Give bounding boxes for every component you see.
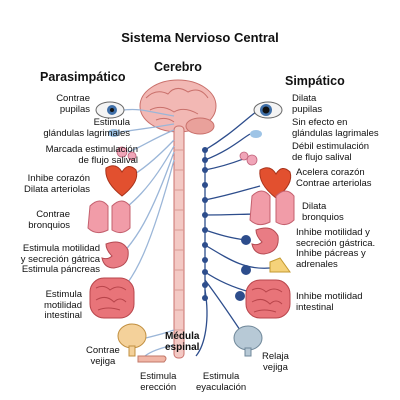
left-lungs-icon (87, 200, 131, 234)
right-eye-icon (253, 101, 283, 119)
genital-icon (137, 355, 167, 363)
para-label-heart: Inhibe corazón Dilata arteriolas (24, 173, 90, 195)
parasympathetic-header: Parasimpático (40, 70, 126, 84)
sympathetic-header: Simpático (285, 74, 345, 88)
right-bladder-icon (233, 325, 263, 357)
adrenal-gland-icon (269, 257, 291, 273)
para-label-salivary: Marcada estimulación de flujo salival (45, 144, 138, 166)
right-intestine-icon (245, 279, 291, 319)
para-label-erection: Estimula erección (140, 371, 177, 393)
left-heart-icon (105, 165, 138, 197)
symp-label-pupils: Dilata pupilas (292, 93, 323, 115)
para-label-gastric: Estimula motilidad y secreción gátrica E… (20, 243, 100, 275)
right-heart-icon (259, 167, 292, 199)
para-label-pupils: Contrae pupilas (56, 93, 90, 115)
left-bladder-icon (117, 323, 147, 357)
sympathetic-ganglia (202, 147, 251, 301)
para-label-bronchi: Contrae bronquios (28, 209, 70, 231)
symp-label-ejaculation: Estimula eyaculación (196, 371, 247, 393)
right-lacrimal-gland-icon (250, 130, 262, 138)
brain-illustration (139, 79, 217, 135)
para-label-intestine: Estimula motilidad intestinal (43, 289, 82, 321)
symp-label-intestine: Inhibe motilidad intestinal (296, 291, 363, 313)
left-eye-icon (95, 101, 125, 119)
right-stomach-icon (251, 227, 279, 255)
symp-label-heart: Acelera corazón Contrae arteriolas (296, 167, 372, 189)
left-salivary-gland-icon (116, 146, 137, 161)
spinal-cord-illustration (173, 125, 185, 359)
symp-label-salivary: Débil estimulación de flujo salival (292, 141, 370, 163)
symp-label-gastric: Inhibe motilidad y secreción gástrica. I… (296, 227, 376, 270)
diagram-title: Sistema Nervioso Central (121, 30, 279, 45)
left-intestine-icon (89, 277, 135, 319)
para-label-lacrimal: Estimula glándulas lagrimales (43, 117, 130, 139)
right-lungs-icon (249, 190, 295, 226)
left-lacrimal-gland-icon (108, 129, 120, 137)
symp-label-bladder: Relaja vejiga (262, 351, 289, 373)
brain-header: Cerebro (154, 60, 202, 74)
para-label-bladder: Contrae vejiga (86, 345, 120, 367)
symp-label-lacrimal: Sin efecto en glándulas lagrimales (292, 117, 379, 139)
symp-label-bronchi: Dilata bronquios (302, 201, 344, 223)
left-stomach-icon (101, 241, 129, 269)
spinal-cord-label: Médula espinal (165, 331, 200, 353)
right-salivary-gland-icon (239, 151, 258, 166)
